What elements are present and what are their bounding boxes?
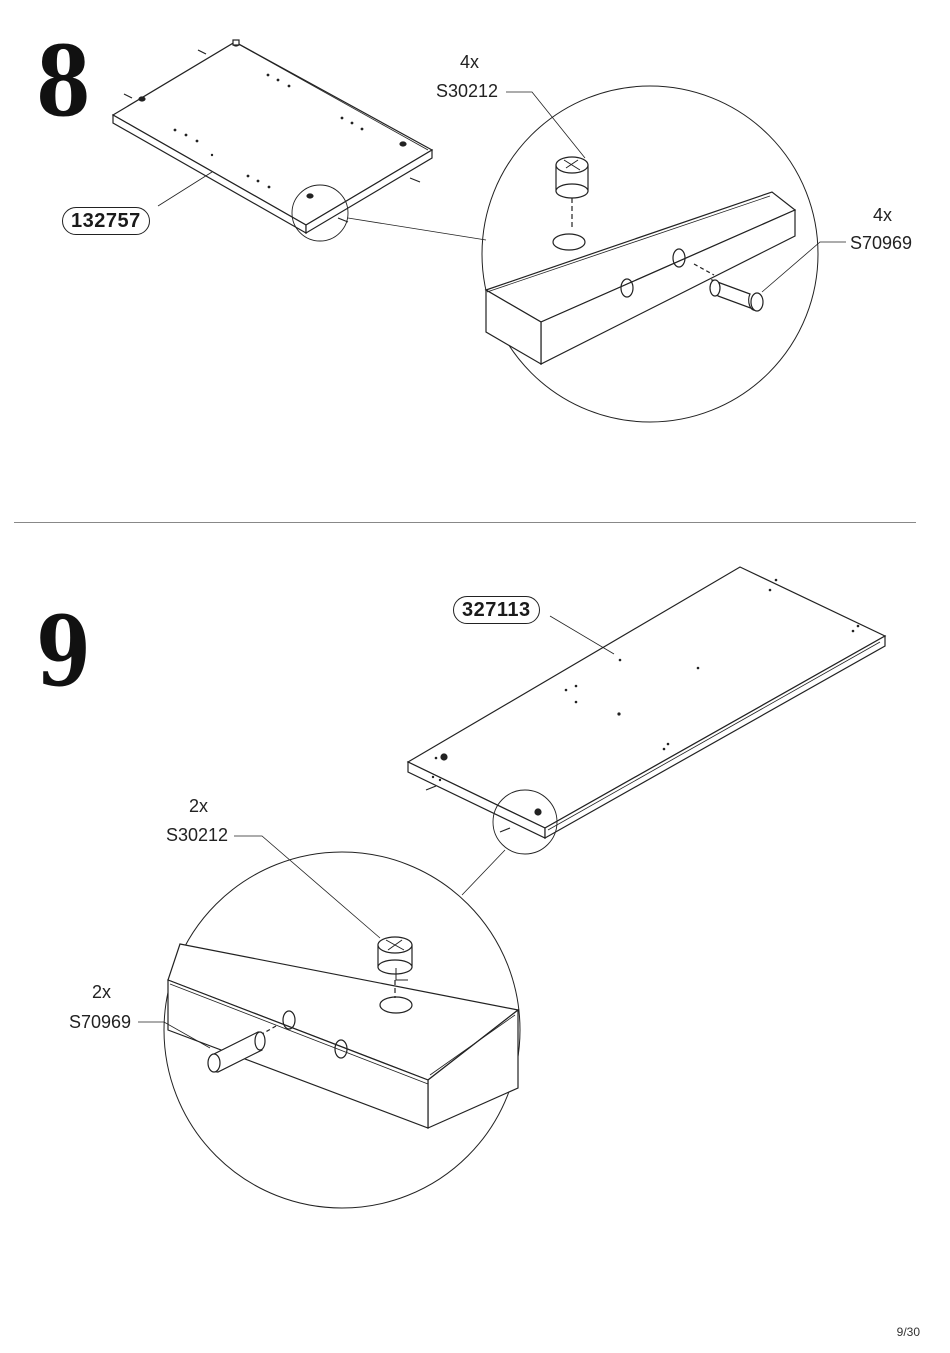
cam-lock-icon <box>555 156 589 199</box>
cam-lock-icon <box>377 936 413 981</box>
wooden-dowel-icon <box>709 278 764 312</box>
part-id-badge: 132757 <box>62 207 150 235</box>
fitting-quantity: 2x <box>189 796 209 816</box>
step-divider <box>14 522 916 523</box>
step9-detail <box>138 835 521 1209</box>
step-number: 8 <box>36 25 91 138</box>
fitting-code: S30212 <box>166 825 229 845</box>
cam-lock-icon <box>138 39 407 199</box>
fitting-quantity: 4x <box>460 52 480 72</box>
cam-lock-icon <box>440 753 542 816</box>
part-id-badge: 327113 <box>453 596 540 624</box>
step8-panel <box>111 39 487 242</box>
step-number: 9 <box>36 595 91 708</box>
fitting-code: S30212 <box>436 81 499 101</box>
step8-detail <box>481 85 846 423</box>
wooden-dowel-icon <box>123 49 421 223</box>
fitting-code: S70969 <box>69 1012 132 1032</box>
wooden-dowel-icon <box>425 785 511 833</box>
step9-panel <box>406 566 887 896</box>
fitting-quantity: 2x <box>92 982 112 1002</box>
fitting-quantity: 4x <box>873 205 893 225</box>
fitting-code: S70969 <box>850 233 913 253</box>
page-number: 9/30 <box>896 1325 920 1339</box>
wooden-dowel-icon <box>207 1031 266 1073</box>
